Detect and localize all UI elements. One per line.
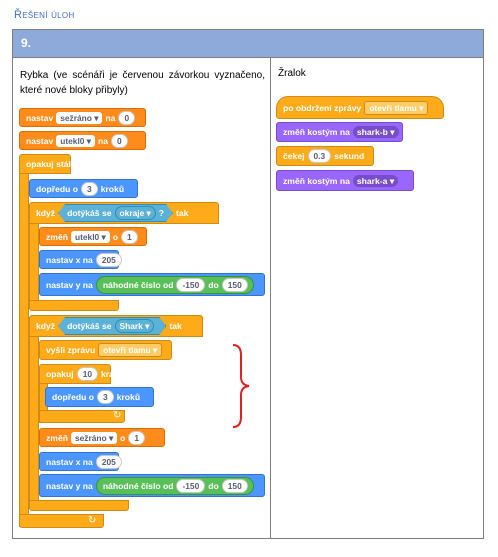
forever-bottom [19, 514, 104, 528]
block-label: tak [169, 321, 182, 331]
block-label: změň kostým na [283, 175, 350, 186]
block-label: na [105, 112, 116, 123]
value-input[interactable]: -150 [176, 277, 206, 292]
switch-costume-block[interactable]: změň kostým na shark-a ▾ [276, 170, 414, 191]
block-label: tak [176, 208, 189, 218]
block-label: nastav x na [46, 456, 93, 467]
block-label: po obdržení zprávy [283, 102, 362, 113]
block-label: kroků [116, 392, 141, 402]
sprite-dropdown: Shark ▾ [115, 319, 155, 333]
forever-block[interactable]: opakuj stále [19, 154, 76, 174]
loop-arrow-icon: ↻ [88, 515, 97, 526]
if-touching-edge-block[interactable]: když dotýkáš se okraje ▾ ? tak [29, 202, 219, 224]
set-y-random-block[interactable]: nastav y na náhodné číslo od -150 do 150 [39, 474, 265, 497]
block-label: nastav [26, 135, 54, 146]
loop-arrow-icon: ↻ [113, 410, 122, 421]
block-label: dopředu o [52, 392, 95, 402]
block-label: o [120, 432, 126, 443]
forever-side [19, 173, 29, 527]
random-operator[interactable]: náhodné číslo od -150 do 150 [95, 275, 254, 294]
block-label: sekund [334, 151, 365, 161]
section-header: Řešení úloh [14, 9, 75, 21]
broadcast-block[interactable]: vyšli zprávu otevři tlamu ▾ [39, 340, 172, 360]
value-input[interactable]: 1 [120, 229, 138, 244]
var-dropdown: sežráno ▾ [56, 111, 103, 124]
repeat-bottom [39, 410, 125, 423]
value-input[interactable]: 150 [221, 478, 248, 493]
random-operator[interactable]: náhodné číslo od -150 do 150 [95, 476, 254, 495]
set-x-block[interactable]: nastav x na 205 [39, 250, 122, 269]
task-number: 9. [21, 36, 32, 50]
block-label: o [112, 231, 118, 242]
message-dropdown: otevři tlamu ▾ [364, 100, 429, 115]
wait-block[interactable]: čekej 0.3 sekund [276, 146, 374, 166]
change-escaped-block[interactable]: změň utekl0 ▾ o 1 [39, 227, 147, 246]
move-steps-block[interactable]: dopředu o 3 kroků [29, 179, 138, 198]
if-edge-side [29, 223, 39, 307]
value-input[interactable]: 0.3 [307, 149, 332, 163]
switch-costume-block[interactable]: změň kostým na shark-b ▾ [276, 122, 403, 142]
block-label: vyšli zprávu [46, 345, 96, 355]
block-label: změň [46, 231, 68, 242]
set-x-block[interactable]: nastav x na 205 [39, 452, 122, 471]
value-input[interactable]: 3 [97, 390, 114, 404]
block-label: opakuj stále [26, 159, 76, 169]
block-label: změň kostým na [283, 127, 350, 137]
shark-title: Žralok [278, 68, 306, 79]
touching-shark-condition[interactable]: dotýkáš se Shark ▾ [58, 317, 166, 335]
if-edge-bottom [29, 300, 119, 311]
if-shark-side [29, 336, 39, 506]
var-dropdown: utekl0 ▾ [70, 230, 110, 243]
value-input[interactable]: 150 [221, 277, 248, 292]
block-label: kroků [100, 183, 125, 194]
block-label: na [97, 135, 109, 146]
costume-dropdown: shark-a ▾ [352, 174, 399, 187]
value-input[interactable]: 205 [95, 252, 122, 267]
block-label: čekej [283, 151, 305, 161]
message-dropdown: otevři tlamu ▾ [98, 343, 163, 357]
set-eaten-block[interactable]: nastav sežráno ▾ na 0 [19, 108, 146, 127]
block-label: nastav [26, 112, 54, 123]
costume-dropdown: shark-b ▾ [352, 126, 399, 138]
move-steps-block[interactable]: dopředu o 3 kroků [45, 387, 154, 407]
block-label: krát [101, 369, 117, 379]
var-dropdown: sežráno ▾ [70, 431, 118, 444]
block-label: nastav x na [46, 254, 93, 265]
block-label: opakuj [46, 369, 74, 379]
value-input[interactable]: 3 [81, 181, 98, 196]
value-input[interactable]: 0 [111, 133, 128, 148]
edge-dropdown: okraje ▾ [115, 206, 156, 220]
set-y-random-block[interactable]: nastav y na náhodné číslo od -150 do 150 [39, 273, 265, 296]
block-label: změň [46, 432, 68, 443]
block-label: nastav y na [46, 279, 93, 290]
task-table: 9. Rybka (ve scénáři je červenou závorko… [12, 29, 484, 539]
fish-description: Rybka (ve scénáři je červenou závorkou v… [20, 70, 265, 96]
when-receive-hat-block[interactable]: po obdržení zprávy otevři tlamu ▾ [276, 96, 444, 119]
value-input[interactable]: 205 [95, 454, 122, 469]
value-input[interactable]: 0 [118, 110, 136, 125]
block-label: když [36, 321, 56, 331]
block-label: nastav y na [46, 480, 93, 491]
block-label: když [36, 208, 56, 218]
red-brace-annotation [232, 344, 250, 428]
value-input[interactable]: 10 [76, 367, 99, 381]
if-shark-bottom [29, 500, 129, 511]
if-touching-shark-block[interactable]: když dotýkáš se Shark ▾ tak [29, 315, 203, 337]
set-escaped-block[interactable]: nastav utekl0 ▾ na 0 [19, 131, 146, 150]
touching-edge-condition[interactable]: dotýkáš se okraje ▾ ? [58, 204, 173, 222]
task-title-bar: 9. [13, 30, 483, 58]
value-input[interactable]: 1 [128, 430, 146, 445]
change-eaten-block[interactable]: změň sežráno ▾ o 1 [39, 428, 165, 447]
repeat-block[interactable]: opakuj 10 krát [39, 364, 117, 384]
var-dropdown: utekl0 ▾ [56, 134, 95, 147]
column-divider [270, 58, 271, 538]
block-label: dopředu o [36, 183, 79, 194]
value-input[interactable]: -150 [176, 478, 206, 493]
